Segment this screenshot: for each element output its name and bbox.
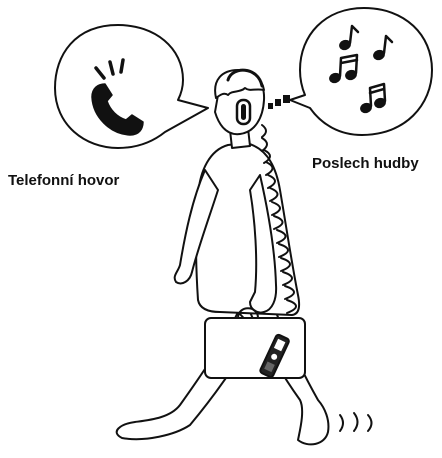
phone-call-label: Telefonní hovor	[8, 172, 119, 189]
motion-lines	[340, 413, 372, 431]
music-label: Poslech hudby	[312, 155, 419, 172]
bag	[205, 308, 305, 378]
